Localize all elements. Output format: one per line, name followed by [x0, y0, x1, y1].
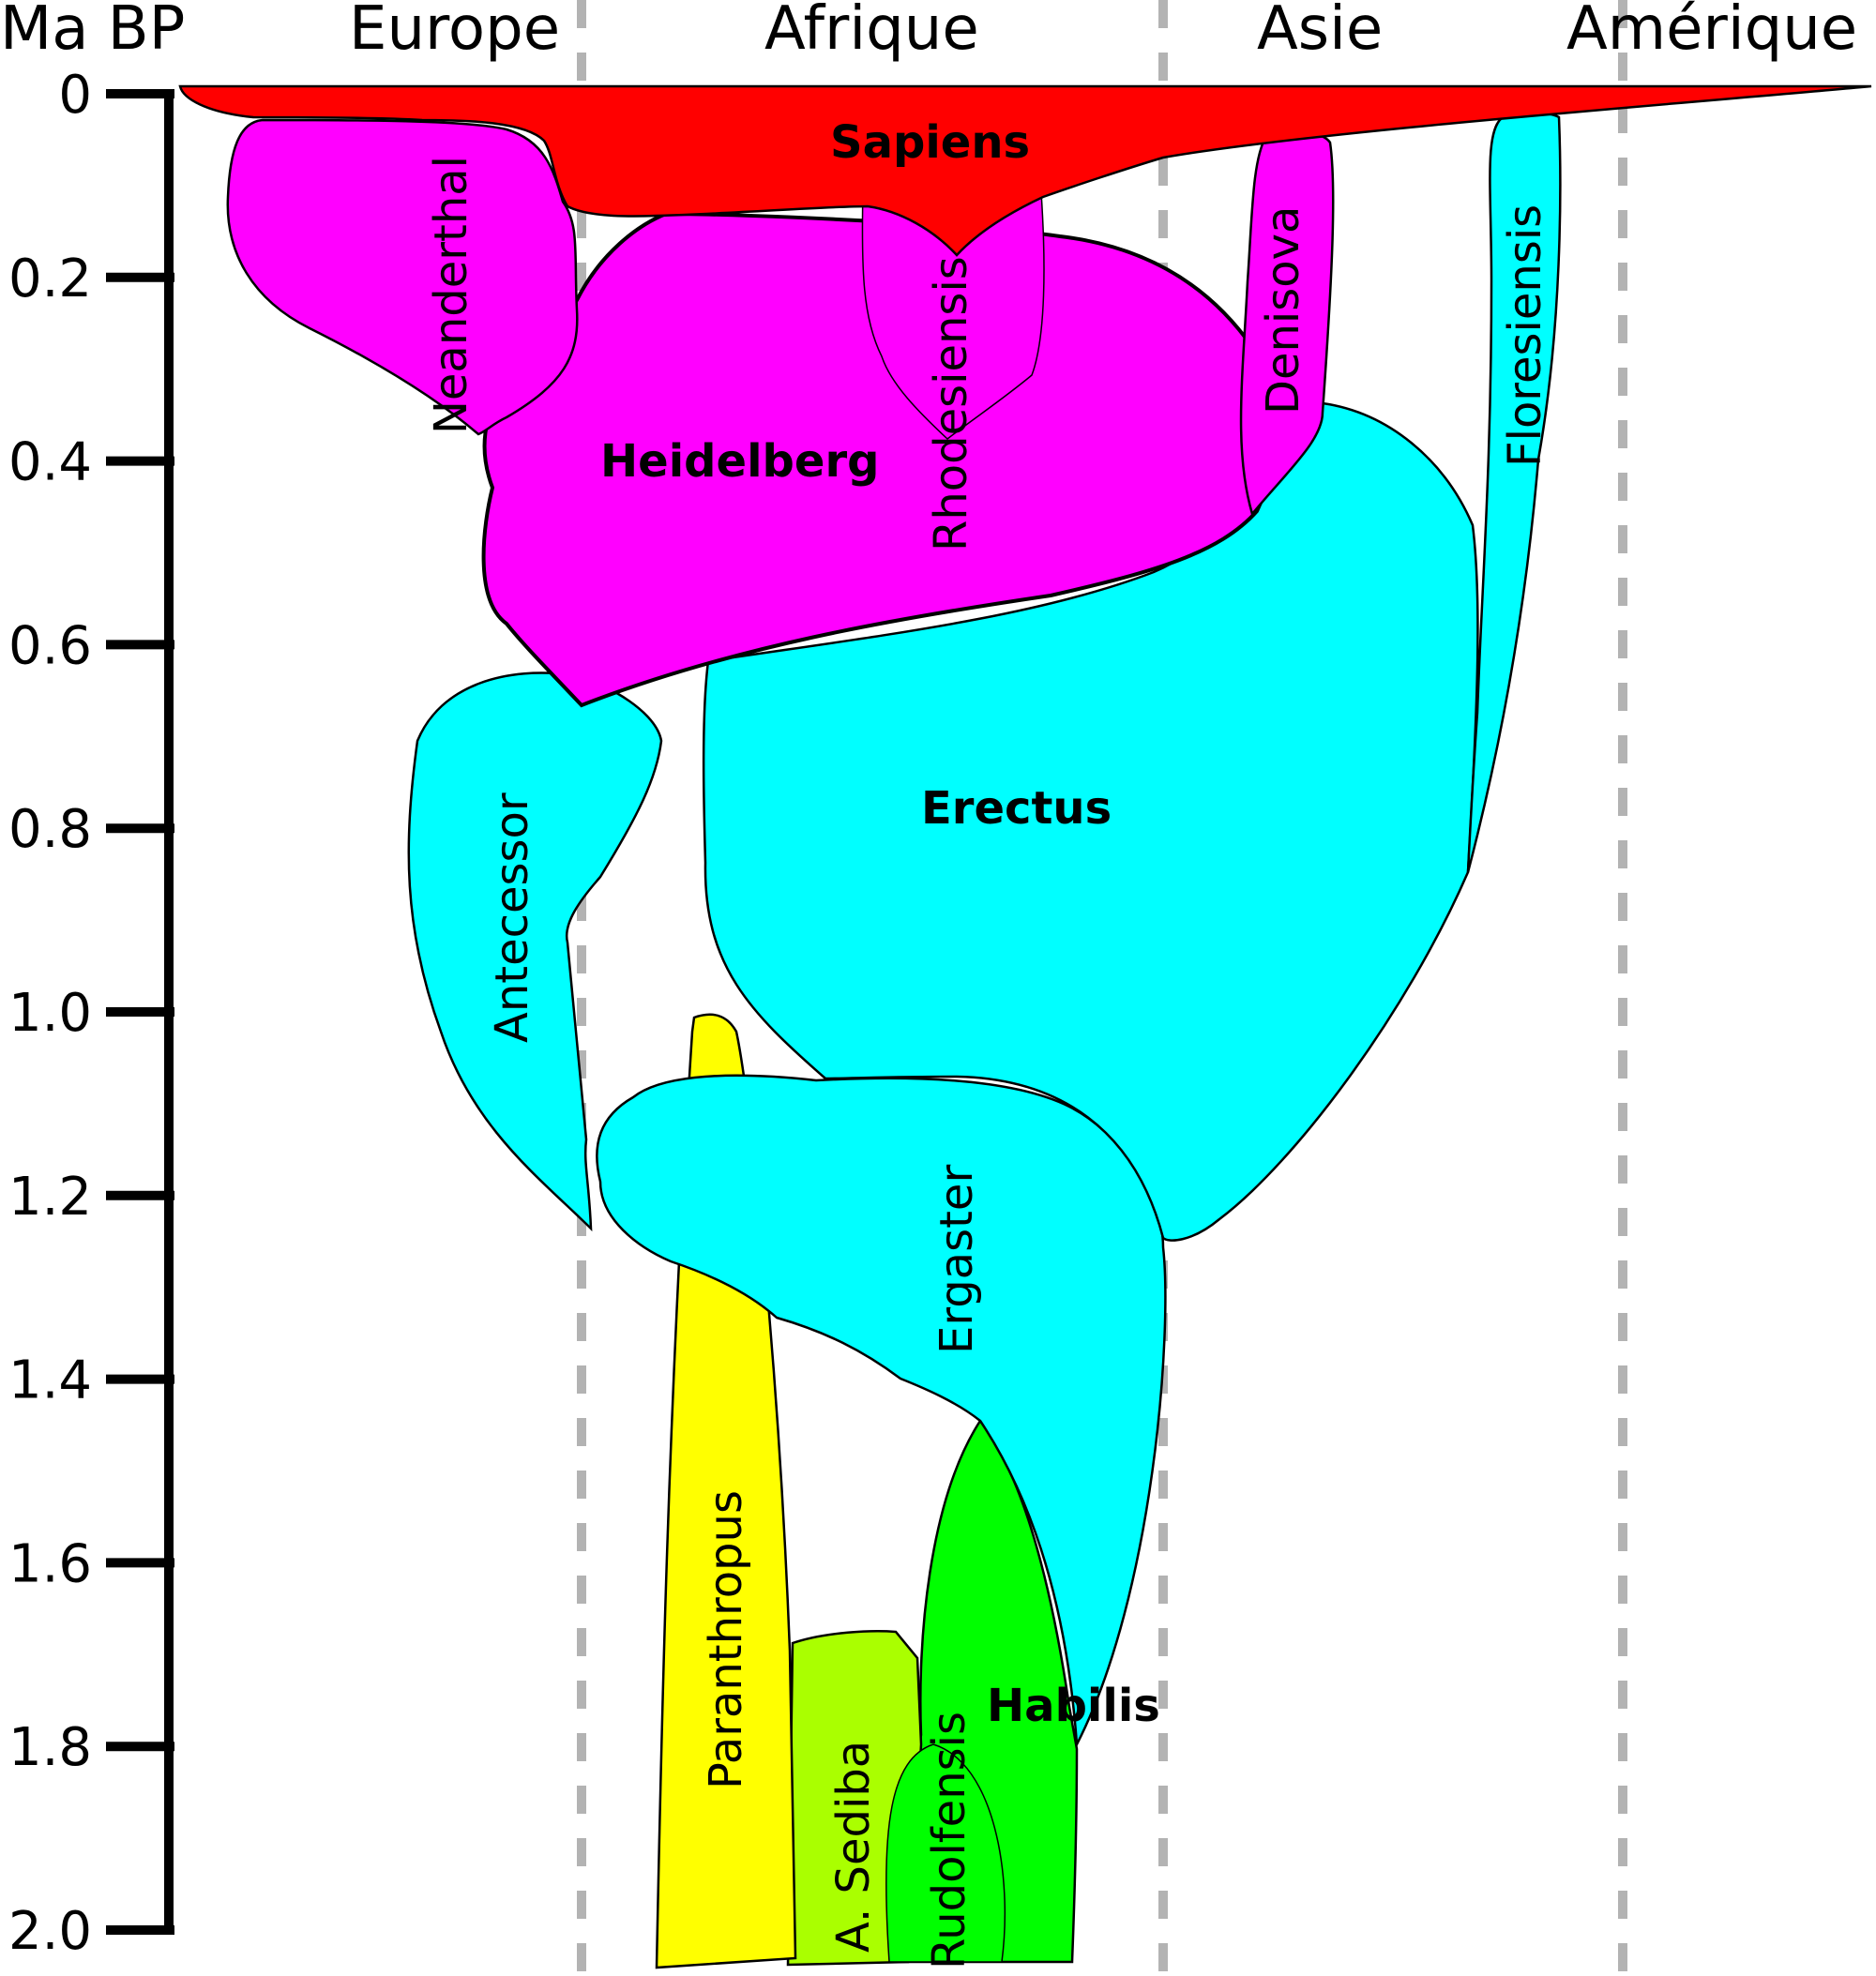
- axis-tick-label: 0.6: [8, 615, 92, 676]
- label-sediba: A. Sediba: [827, 1741, 880, 1953]
- axis-tick-labels: 0 0.2 0.4 0.6 0.8 1.0 1.2 1.4 1.6 1.8 2.0: [8, 65, 92, 1962]
- label-floresiensis: Floresiensis: [1499, 204, 1551, 467]
- axis-unit-label: Ma BP: [0, 0, 185, 64]
- region-asie: Asie: [1257, 0, 1383, 64]
- axis-tick-label: 1.2: [8, 1167, 92, 1228]
- axis-tick-label: 2.0: [8, 1901, 92, 1962]
- label-neanderthal: Neanderthal: [425, 156, 477, 434]
- axis-tick-label: 0.4: [8, 432, 92, 493]
- label-rhodesiensis: Rhodesiensis: [925, 256, 977, 551]
- label-rudolfensis: Rudolfensis: [923, 1712, 976, 1969]
- rudolfensis-shape: [885, 1743, 1006, 1963]
- region-afrique: Afrique: [764, 0, 979, 64]
- label-ergaster: Ergaster: [930, 1165, 983, 1354]
- time-axis: 0 0.2 0.4 0.6 0.8 1.0 1.2 1.4 1.6 1.8 2.0 Ma BP: [0, 0, 185, 1962]
- label-habilis: Habilis: [987, 1680, 1160, 1732]
- axis-tick-label: 1.4: [8, 1350, 92, 1411]
- floresiensis-shape: [1466, 112, 1562, 873]
- sapiens-shape: [178, 84, 1872, 257]
- axis-tick-label: 0: [58, 65, 92, 126]
- denisova-shape: [1239, 130, 1335, 517]
- ergaster-shape: [596, 1074, 1167, 1749]
- axis-tick-label: 0.2: [8, 249, 92, 309]
- axis-tick-label: 1.0: [8, 983, 92, 1044]
- region-amerique: Amérique: [1566, 0, 1857, 64]
- label-antecessor: Antecessor: [486, 792, 538, 1043]
- label-erectus: Erectus: [921, 782, 1112, 835]
- antecessor-shape: [407, 671, 663, 1232]
- region-europe: Europe: [349, 0, 560, 64]
- label-sapiens: Sapiens: [830, 116, 1030, 169]
- species-labels: Sapiens Heidelberg Erectus Habilis Neand…: [425, 116, 1551, 1969]
- neanderthal-shape: [226, 118, 579, 436]
- region-headers: Europe Afrique Asie Amérique: [349, 0, 1857, 64]
- axis-ticks: [106, 89, 174, 1935]
- label-paranthropus: Paranthropus: [700, 1490, 752, 1789]
- axis-tick-label: 0.8: [8, 799, 92, 860]
- label-denisova: Denisova: [1257, 206, 1309, 415]
- label-heidelberg: Heidelberg: [600, 435, 880, 488]
- axis-tick-label: 1.8: [8, 1717, 92, 1778]
- axis-tick-label: 1.6: [8, 1533, 92, 1594]
